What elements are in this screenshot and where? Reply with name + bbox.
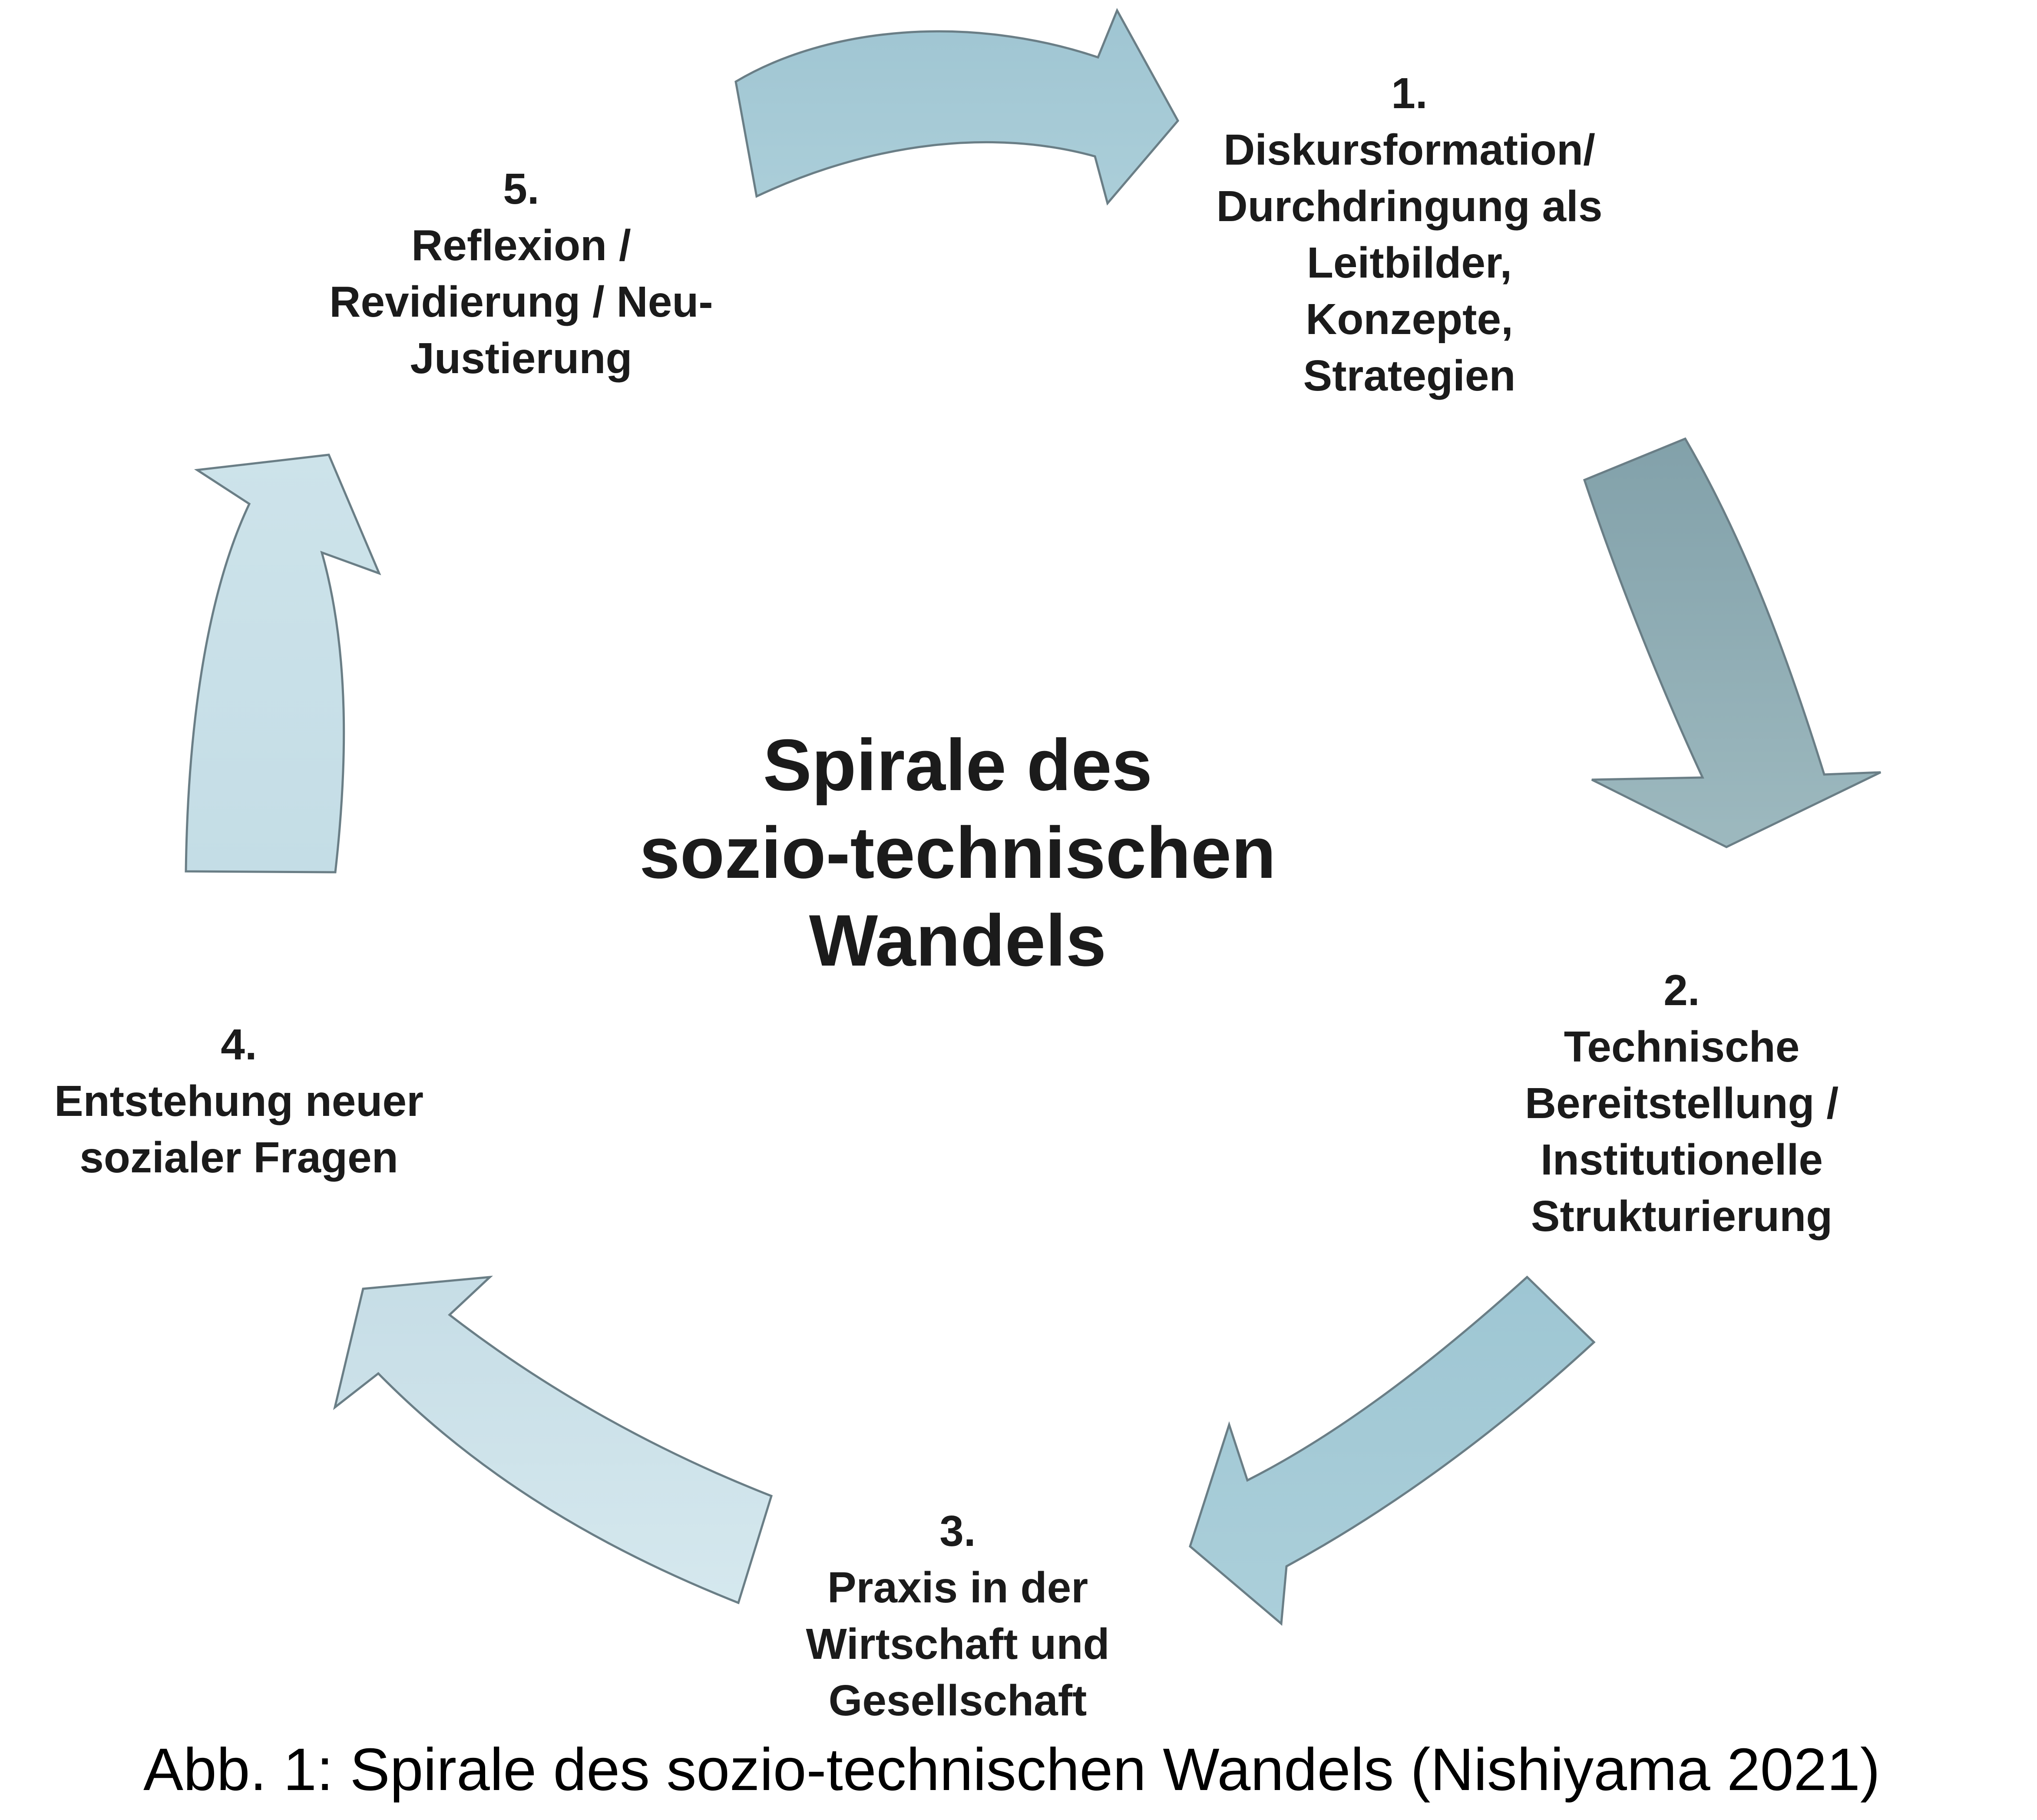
stage-line: Bereitstellung /: [1524, 1079, 1839, 1128]
title-line: sozio-technischen: [639, 812, 1276, 893]
stage-line: Konzepte,: [1306, 295, 1513, 344]
stage-number: 3.: [939, 1507, 976, 1555]
stage-number: 2.: [1663, 966, 1700, 1015]
stage-4-label: 4. Entstehung neuer sozialer Fragen: [54, 1016, 423, 1186]
stage-line: Praxis in der: [827, 1563, 1088, 1612]
stage-line: Technische: [1564, 1023, 1800, 1071]
stage-line: Revidierung / Neu-: [329, 278, 713, 326]
stage-5-label: 5. Reflexion / Revidierung / Neu- Justie…: [329, 161, 713, 387]
stage-line: Gesellschaft: [828, 1676, 1087, 1725]
stage-line: Strategien: [1303, 351, 1516, 400]
title-line: Wandels: [809, 900, 1107, 981]
figure-caption: Abb. 1: Spirale des sozio-technischen Wa…: [143, 1736, 1880, 1803]
stage-number: 5.: [503, 165, 539, 213]
diagram-title: Spirale des sozio-technischen Wandels: [639, 721, 1276, 984]
arrow-4-to-5: [185, 453, 381, 874]
arrow-1-to-2: [1583, 437, 1882, 848]
stage-line: sozialer Fragen: [79, 1133, 398, 1182]
arrow-5-to-1: [734, 8, 1180, 206]
stage-line: Leitbilder,: [1306, 238, 1512, 287]
stage-1-label: 1. Diskursformation/ Durchdringung als L…: [1217, 65, 1603, 404]
stage-number: 4.: [221, 1020, 257, 1069]
arrow-3-to-4: [333, 1275, 773, 1605]
stage-line: Institutionelle: [1541, 1135, 1823, 1184]
stage-3-label: 3. Praxis in der Wirtschaft und Gesellsc…: [806, 1503, 1109, 1729]
stage-line: Reflexion /: [411, 221, 631, 270]
stage-line: Diskursformation/: [1224, 126, 1595, 174]
stage-line: Entstehung neuer: [54, 1077, 424, 1125]
stage-number: 1.: [1391, 69, 1428, 118]
stage-line: Durchdringung als: [1216, 182, 1603, 231]
title-line: Spirale des: [763, 724, 1153, 806]
stage-line: Wirtschaft und: [806, 1620, 1110, 1668]
stage-line: Strukturierung: [1531, 1192, 1833, 1241]
arrow-2-to-3: [1189, 1275, 1596, 1626]
stage-line: Justierung: [410, 334, 632, 383]
stage-2-label: 2. Technische Bereitstellung / Instituti…: [1525, 962, 1839, 1244]
